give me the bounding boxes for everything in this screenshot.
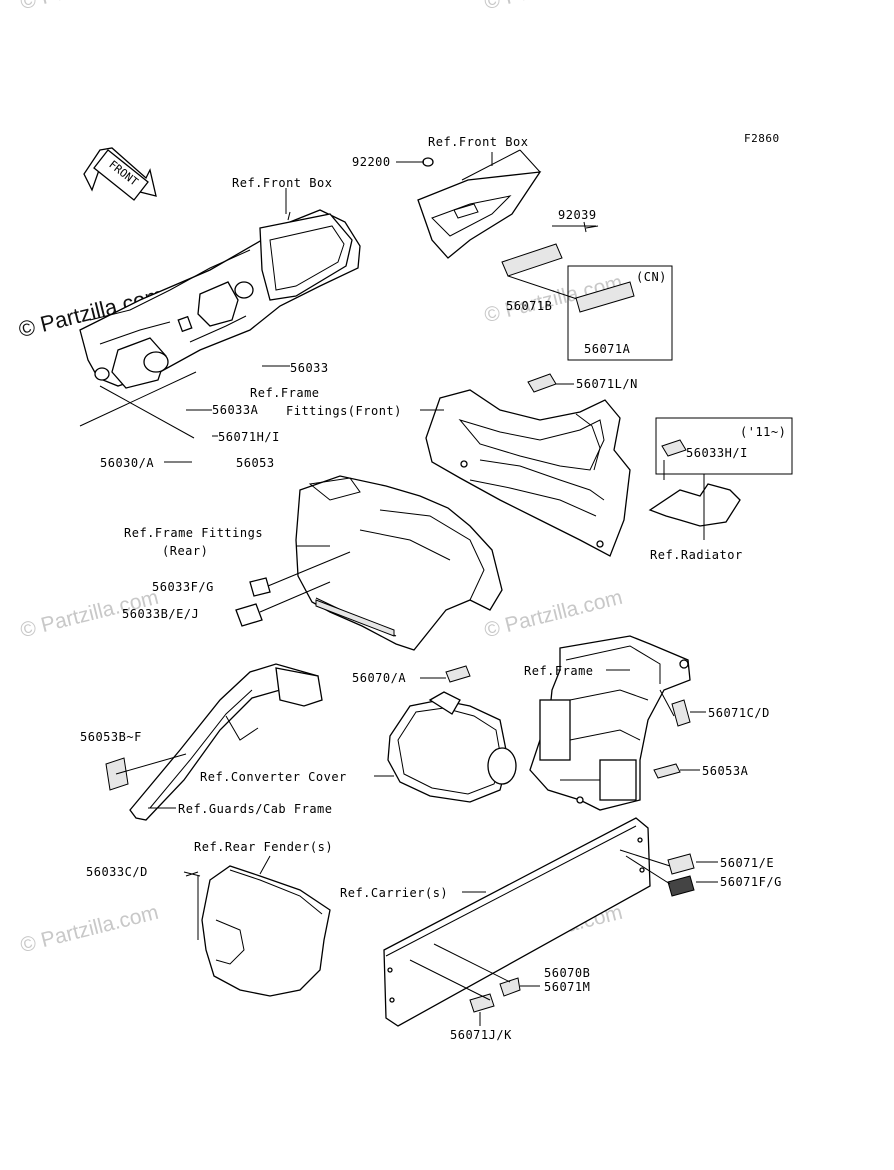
rear-fender-part: [183, 865, 331, 997]
label-part-56071FG: 56071F/G: [720, 875, 782, 889]
label-ref-frame-fittings-rear: (Rear): [162, 544, 209, 558]
label-ref-radiator: Ref.Radiator: [650, 548, 743, 562]
cab-frame-part: [105, 663, 323, 821]
label-part-56070A: 56070/A: [352, 671, 407, 685]
label-ref-frame-fittings-front: Fittings(Front): [286, 404, 402, 418]
label-part-92039: 92039: [558, 208, 597, 222]
front-arrow-icon: FRONT: [83, 147, 157, 201]
label-part-56033BEJ: 56033B/E/J: [122, 607, 200, 621]
label-part-56071LN: 56071L/N: [576, 377, 638, 391]
label-part-56071E: 56071/E: [720, 856, 775, 870]
label-ref-rear-fender: Ref.Rear Fender(s): [194, 840, 334, 854]
label-part-56071M: 56071M: [544, 980, 591, 994]
label-part-56033A: 56033A: [212, 403, 259, 417]
label-part-56071B: 56071B: [506, 299, 553, 313]
label-part-56071CD: 56071C/D: [708, 706, 770, 720]
converter-cover-part: [387, 665, 517, 803]
radiator-bracket-part: [648, 417, 793, 540]
label-ref-frame-fittings-rear: Ref.Frame Fittings: [124, 526, 264, 540]
dashboard-part: [79, 209, 361, 389]
label-part-56033FG: 56033F/G: [152, 580, 214, 594]
label-part-56053: 56053: [236, 456, 275, 470]
frame-fittings-rear-part: [235, 475, 503, 651]
carrier-panel-part: [383, 817, 695, 1027]
label-part-56071HI: 56071H/I: [218, 430, 280, 444]
leader-lines: [79, 152, 718, 1026]
label-ref-front-box: Ref.Front Box: [428, 135, 529, 149]
label-part-56070B: 56070B: [544, 966, 591, 980]
label-ref-converter-cover: Ref.Converter Cover: [200, 770, 347, 784]
front-box-part: [417, 149, 673, 361]
label-cn: (CN): [636, 270, 667, 284]
diagram-code: F2860: [744, 132, 780, 145]
label-part-56071A: 56071A: [584, 342, 631, 356]
label-part-56033HI: 56033H/I: [686, 446, 748, 460]
label-part-92200: 92200: [352, 155, 391, 169]
main-frame-part: [529, 635, 691, 811]
label-part-56071JK: 56071J/K: [450, 1028, 512, 1042]
label-year-11: ('11~): [740, 425, 787, 439]
label-ref-frame: Ref.Frame: [524, 664, 594, 678]
label-ref-guards-cab-frame: Ref.Guards/Cab Frame: [178, 802, 333, 816]
label-part-56053A: 56053A: [702, 764, 749, 778]
label-part-56030A: 56030/A: [100, 456, 155, 470]
label-ref-frame-fittings-front: Ref.Frame: [250, 386, 320, 400]
label-ref-front-box: Ref.Front Box: [232, 176, 333, 190]
frame-fittings-front-part: [425, 373, 631, 557]
label-ref-carriers: Ref.Carrier(s): [340, 886, 449, 900]
label-part-56033: 56033: [290, 361, 329, 375]
label-part-56053BF: 56053B~F: [80, 730, 142, 744]
label-part-56033CD: 56033C/D: [86, 865, 148, 879]
